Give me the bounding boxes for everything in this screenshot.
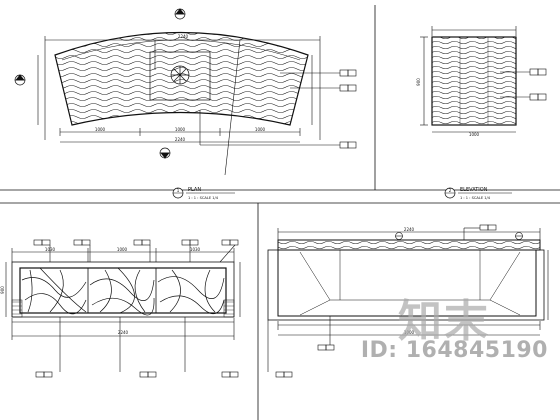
front-dim-seg2: 1000 — [117, 247, 128, 252]
side-dim-bottom: 1000 — [404, 330, 415, 335]
plan-center-ornament — [149, 51, 211, 101]
plan-view: 2240 1000 1000 1000 2240 1 PLAN 1 : 1 : … — [14, 8, 357, 200]
front-glass-panel — [19, 267, 227, 314]
plan-title-block: 1 PLAN 1 : 1 : SCALE 1/4 — [172, 187, 235, 200]
side-level-marker-right — [515, 232, 523, 240]
front-elevation-view: 1030 1000 1030 2240 900 — [0, 239, 241, 378]
elevation-view: 1000 900 2 ELEVATION 1 : 1 : SCALE 1/4 — [416, 26, 547, 200]
plan-dim-bottom-left: 1000 — [95, 127, 106, 132]
plan-dim-top: 2240 — [178, 34, 189, 39]
plan-dim-bottom-total: 2240 — [175, 137, 186, 142]
elevation-title-scale: 1 : 1 : SCALE 1/4 — [460, 196, 491, 200]
plan-dim-bottom-mid: 1000 — [175, 127, 186, 132]
section-marker-top — [174, 8, 186, 20]
plan-counter-shape — [54, 31, 309, 126]
side-dim-top: 2240 — [404, 227, 415, 232]
sheet-frame — [0, 5, 560, 420]
front-dim-total: 2240 — [118, 330, 129, 335]
section-marker-bottom — [159, 147, 171, 159]
elevation-title-name: ELEVATION — [460, 187, 488, 193]
elevation-title-block: 2 ELEVATION 1 : 1 : SCALE 1/4 — [444, 187, 512, 200]
plan-title-scale: 1 : 1 : SCALE 1/4 — [188, 196, 219, 200]
plan-dim-bottom-right: 1000 — [255, 127, 266, 132]
elevation-dim-width: 1000 — [469, 132, 480, 137]
front-crackle-pattern — [21, 267, 225, 316]
watermark-id: ID: 164845190 — [360, 338, 548, 363]
front-dim-height: 900 — [0, 286, 5, 294]
side-level-marker-left — [395, 232, 403, 240]
side-section-diagonals — [299, 250, 521, 316]
front-dim-seg1: 1030 — [45, 247, 56, 252]
watermark-logo: 知末 — [398, 296, 490, 347]
front-dim-seg3: 1030 — [190, 247, 201, 252]
elevation-panel — [431, 36, 517, 126]
elevation-dim-height: 900 — [416, 78, 421, 86]
plan-title-number: 1 — [177, 188, 180, 193]
elevation-title-number: 2 — [449, 188, 452, 193]
section-marker-left — [14, 74, 26, 86]
plan-title-name: PLAN — [188, 187, 201, 193]
side-section-view: 2240 1000 — [267, 224, 549, 378]
